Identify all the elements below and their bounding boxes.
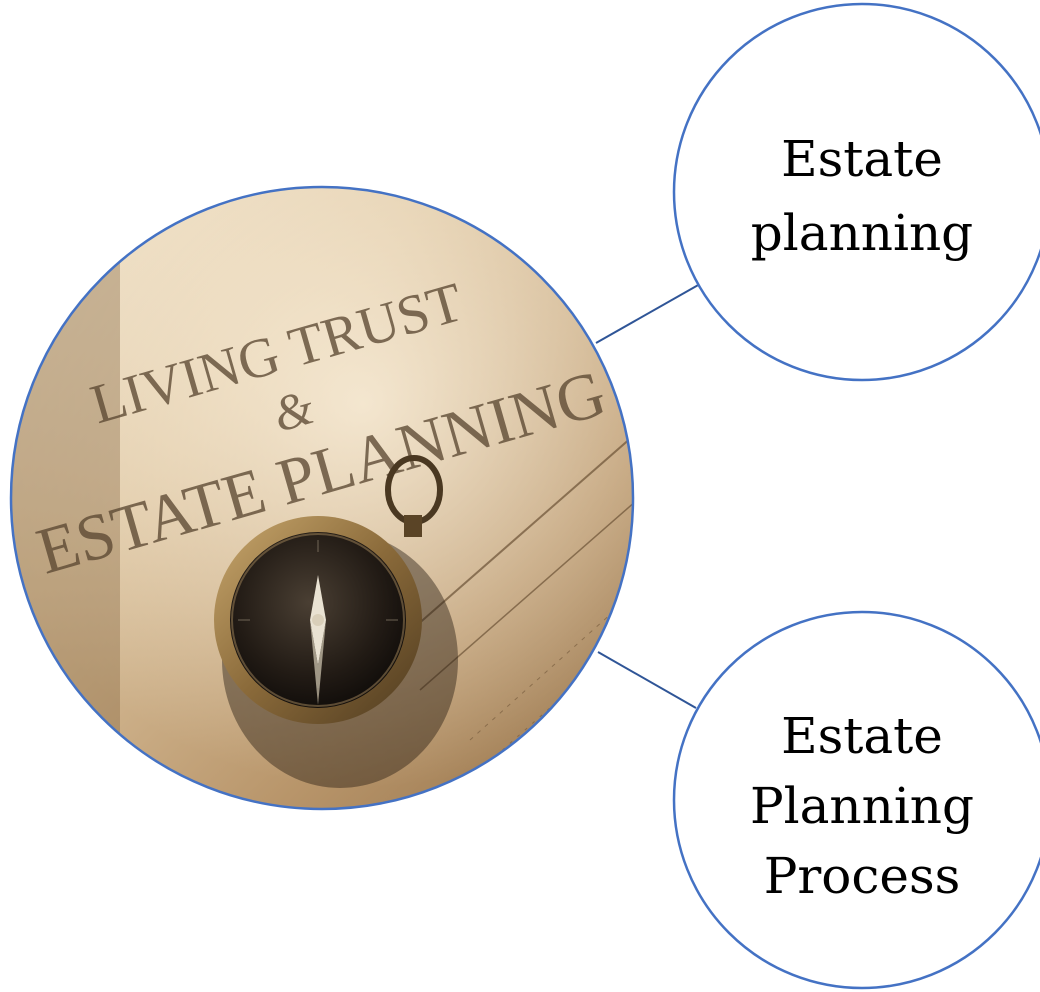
- node-top-line2: planning: [751, 204, 973, 262]
- node-circle-top: [672, 2, 1040, 382]
- node-estate-planning-process: Estate Planning Process: [672, 610, 1040, 990]
- node-top-line1: Estate: [781, 130, 943, 188]
- node-circle-bottom: [672, 610, 1040, 990]
- node-bottom-line3: Process: [764, 847, 961, 905]
- node-bottom-line1: Estate: [781, 707, 943, 765]
- node-bottom-line2: Planning: [750, 777, 974, 835]
- hub-circle-outline: [9, 185, 635, 811]
- hub-photo: LIVING TRUST & ESTATE PLANNING: [11, 187, 633, 809]
- node-estate-planning: Estate planning: [672, 2, 1040, 382]
- connector-line-top: [595, 283, 701, 344]
- compass-icon: [214, 455, 458, 788]
- connector-line-bottom: [597, 651, 697, 709]
